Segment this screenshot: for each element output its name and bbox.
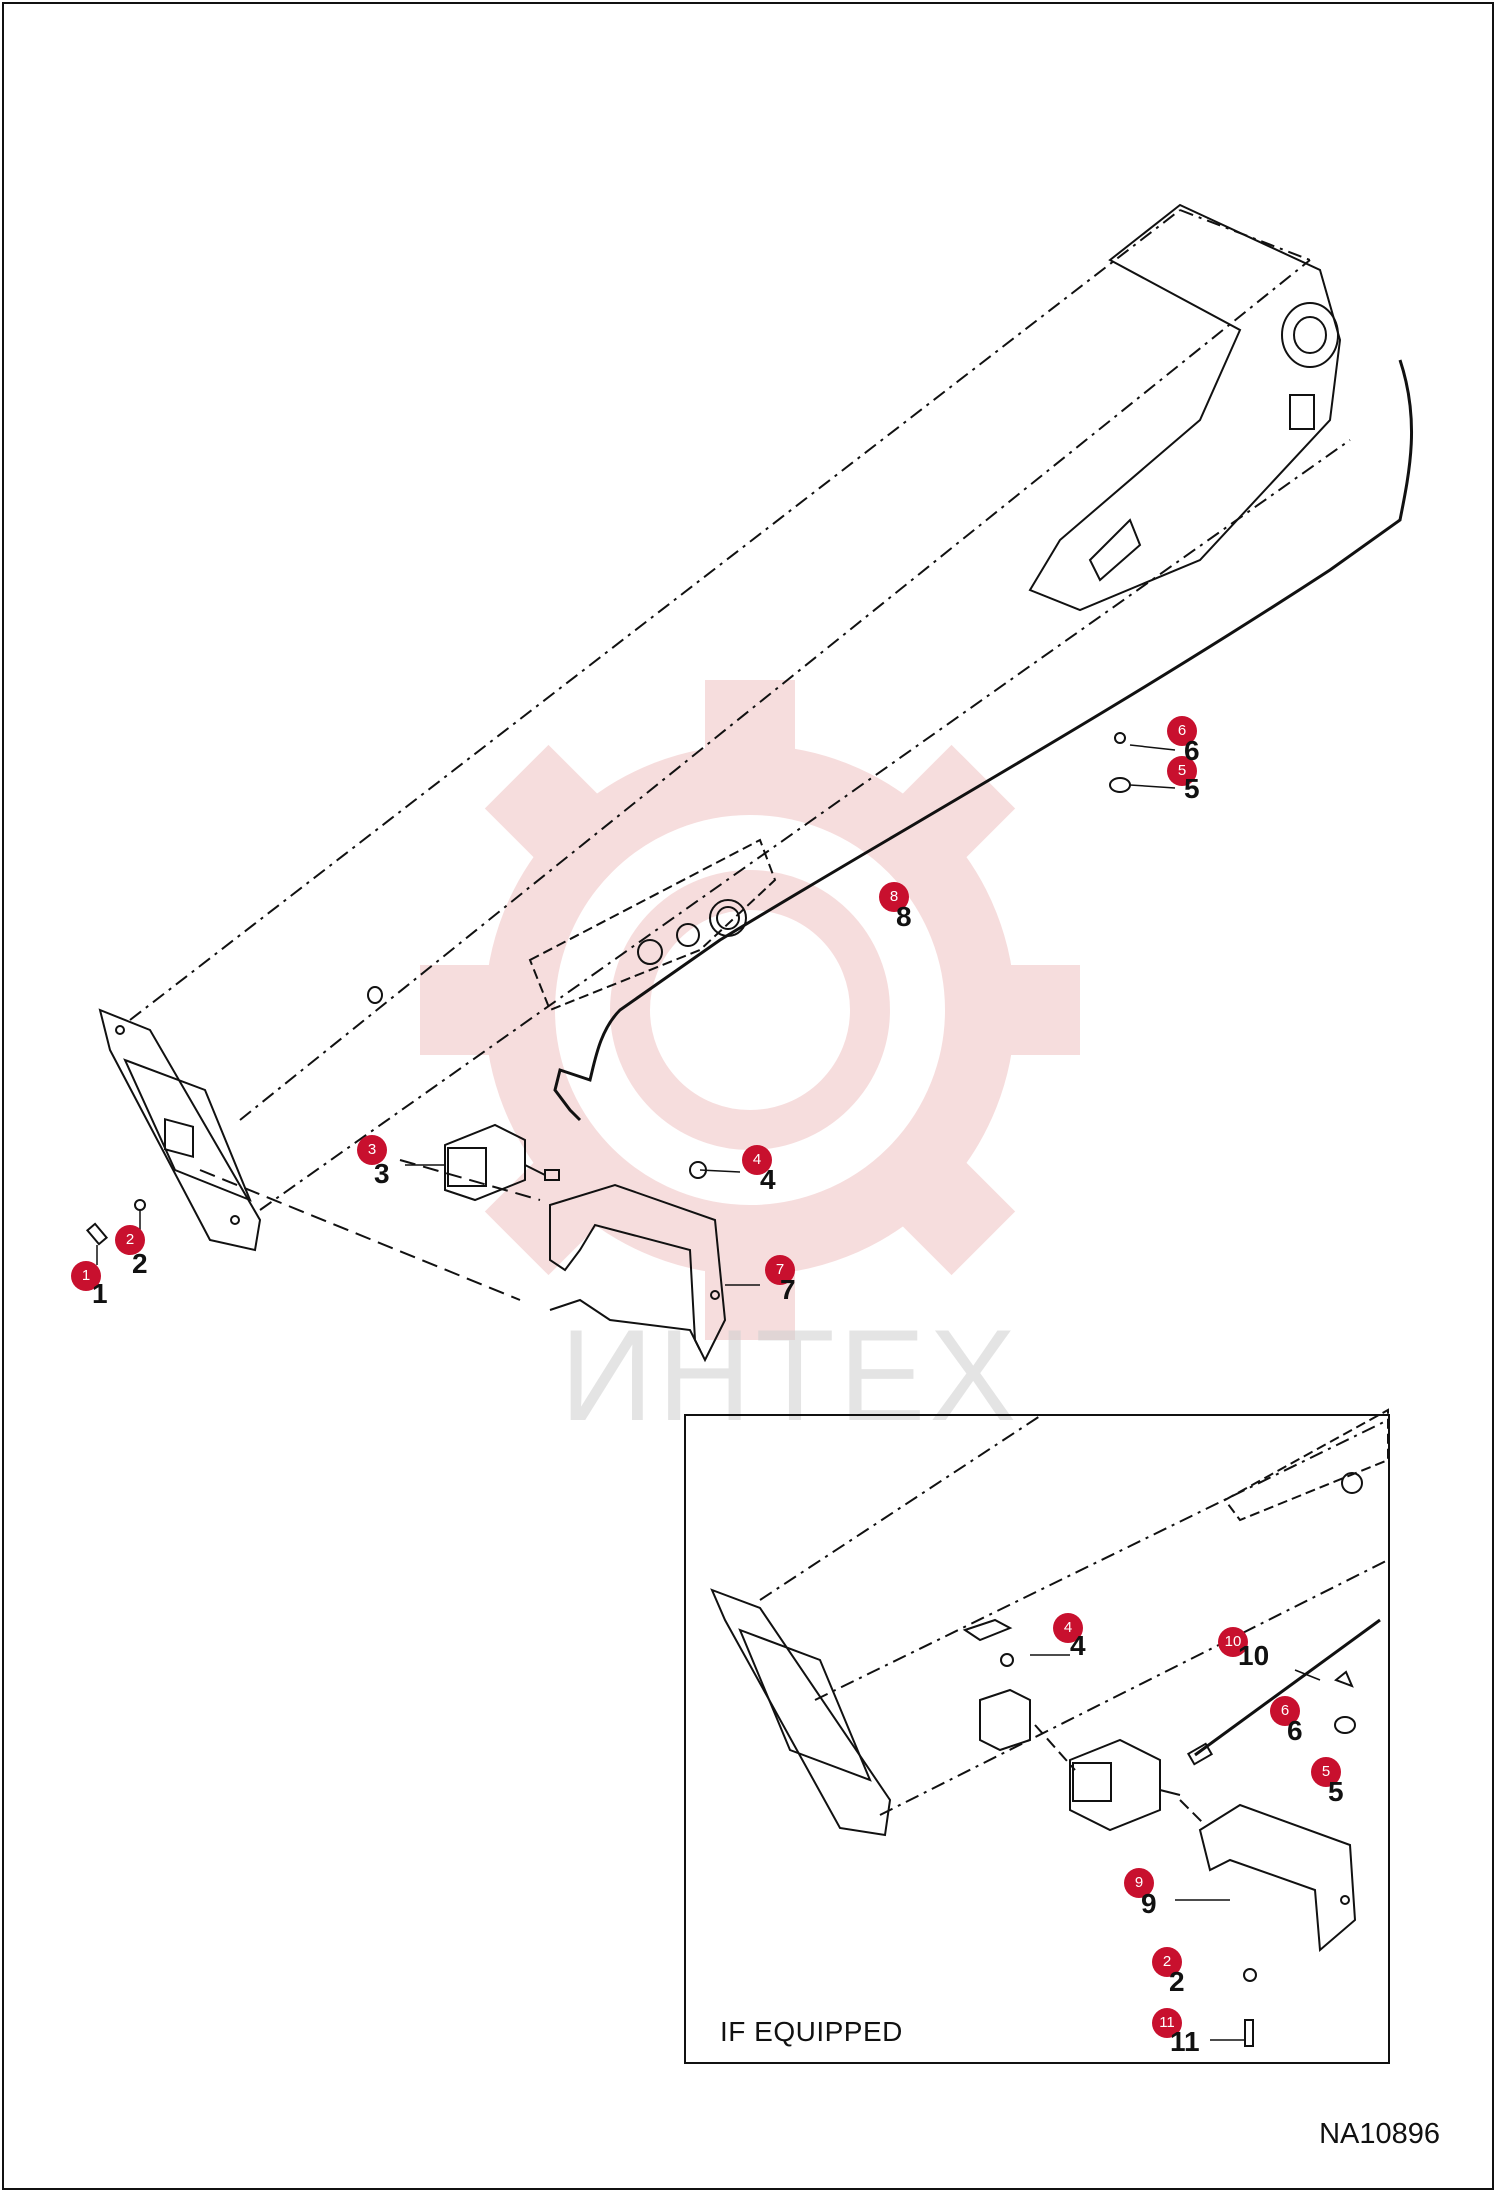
leader-lines [96,744,1176,1286]
hardware [85,732,1131,1246]
part-7-guard [549,1183,727,1363]
part-number-2: 2 [132,1248,148,1279]
inset-callout-6[interactable]: 6 [1270,1696,1300,1726]
part-number-5: 5 [1184,773,1200,804]
part-number-8: 8 [896,901,912,932]
part-number-7: 7 [780,1274,796,1305]
callout-1[interactable]: 1 [71,1261,101,1291]
inset-part-number-5: 5 [1328,1776,1344,1807]
callout-4[interactable]: 4 [742,1145,772,1175]
end-plate [98,1008,262,1252]
callout-6[interactable]: 6 [1167,716,1197,746]
callout-7[interactable]: 7 [765,1255,795,1285]
mid-plate [528,838,777,1012]
callout-8[interactable]: 8 [879,882,909,912]
inset-part-number-6: 6 [1287,1715,1303,1746]
part-number-4: 4 [760,1164,776,1195]
inset-drawing [710,1408,1389,2047]
inset-caption: IF EQUIPPED [720,2016,903,2047]
inset-callout-9[interactable]: 9 [1124,1868,1154,1898]
boom-pivot [1028,203,1342,612]
inset-callout-5[interactable]: 5 [1311,1757,1341,1787]
wiring-harness [553,359,1413,1122]
inset-part-number-2: 2 [1169,1966,1185,1997]
inset-part-number-4: 4 [1070,1630,1086,1661]
boom-arm [129,209,1351,1211]
inset-callout-4[interactable]: 4 [1053,1613,1083,1643]
inset-callout-2[interactable]: 2 [1152,1947,1182,1977]
inset-box [684,1414,1390,2064]
assembly-guides [199,1159,541,1301]
callout-3[interactable]: 3 [357,1135,387,1165]
watermark-text: ИНТЕХ [560,1302,1021,1448]
callout-2[interactable]: 2 [115,1225,145,1255]
part-3-module [444,1123,560,1202]
inset-callout-10[interactable]: 10 [1218,1627,1248,1657]
drawing-id: NA10896 [1319,2118,1440,2150]
part-number-6: 6 [1184,735,1200,766]
inset-part-number-11: 11 [1170,2026,1200,2057]
inset-part-number-10: 10 [1238,1640,1270,1671]
callout-5[interactable]: 5 [1167,756,1197,786]
part-number-3: 3 [374,1158,390,1189]
part-number-1: 1 [92,1278,108,1309]
inset-part-number-9: 9 [1141,1888,1157,1919]
inset-callout-11[interactable]: 11 [1152,2008,1182,2038]
